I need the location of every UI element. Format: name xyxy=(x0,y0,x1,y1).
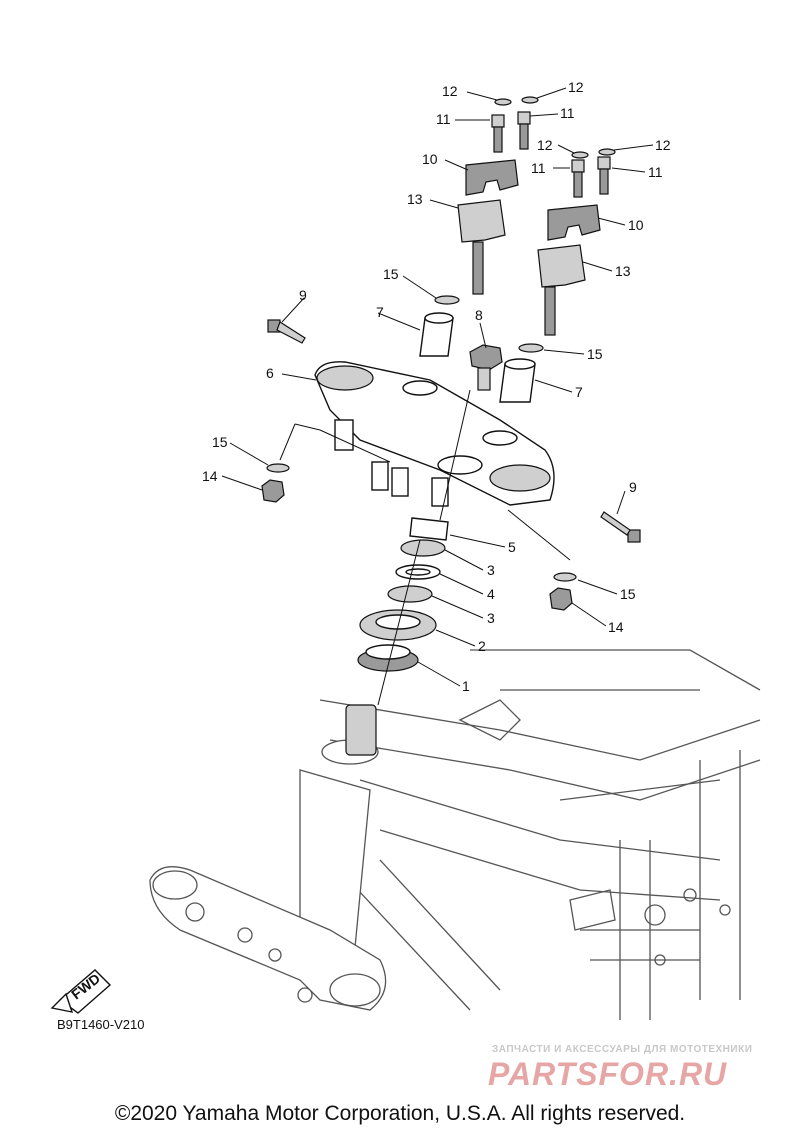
callout-11: 11 xyxy=(560,105,575,121)
callout-3: 3 xyxy=(487,562,495,578)
callout-9: 9 xyxy=(299,287,307,303)
callout-11: 11 xyxy=(648,164,663,180)
copyright-notice: ©2020 Yamaha Motor Corporation, U.S.A. A… xyxy=(114,1102,686,1125)
diagram-code: B9T1460-V210 xyxy=(57,1017,145,1032)
callout-6: 6 xyxy=(266,365,274,381)
callout-2: 2 xyxy=(478,638,486,654)
callout-12: 12 xyxy=(537,137,553,153)
callout-12: 12 xyxy=(655,137,671,153)
callout-3: 3 xyxy=(487,610,495,626)
callout-14: 14 xyxy=(608,619,624,635)
leader-lines xyxy=(221,87,654,706)
callout-7: 7 xyxy=(575,384,583,400)
callout-8: 8 xyxy=(475,307,483,323)
callout-14: 14 xyxy=(202,468,218,484)
callout-5: 5 xyxy=(508,539,516,555)
callout-15: 15 xyxy=(212,434,228,450)
callout-9: 9 xyxy=(629,479,637,495)
fwd-arrow-icon: FWD xyxy=(50,969,112,1014)
callout-15: 15 xyxy=(383,266,399,282)
frame-drawing xyxy=(149,649,761,1020)
watermark-logo: PARTSFOR.RU xyxy=(488,1056,728,1092)
callout-10: 10 xyxy=(422,151,438,167)
callout-1: 1 xyxy=(462,678,470,694)
callout-12: 12 xyxy=(568,79,584,95)
callout-10: 10 xyxy=(628,217,644,233)
callout-7: 7 xyxy=(376,304,384,320)
callout-11: 11 xyxy=(531,160,546,176)
callout-labels: 12 12 11 11 12 12 11 11 10 13 10 13 15 9… xyxy=(202,79,671,694)
callout-12: 12 xyxy=(442,83,458,99)
callout-4: 4 xyxy=(487,586,495,602)
watermark-subtitle: ЗАПЧАСТИ И АКСЕССУАРЫ ДЛЯ МОТОТЕХНИКИ xyxy=(492,1044,753,1055)
parts-exploded xyxy=(261,96,641,672)
callout-15: 15 xyxy=(620,586,636,602)
callout-13: 13 xyxy=(615,263,631,279)
callout-11: 11 xyxy=(436,111,451,127)
callout-15: 15 xyxy=(587,346,603,362)
callout-13: 13 xyxy=(407,191,423,207)
